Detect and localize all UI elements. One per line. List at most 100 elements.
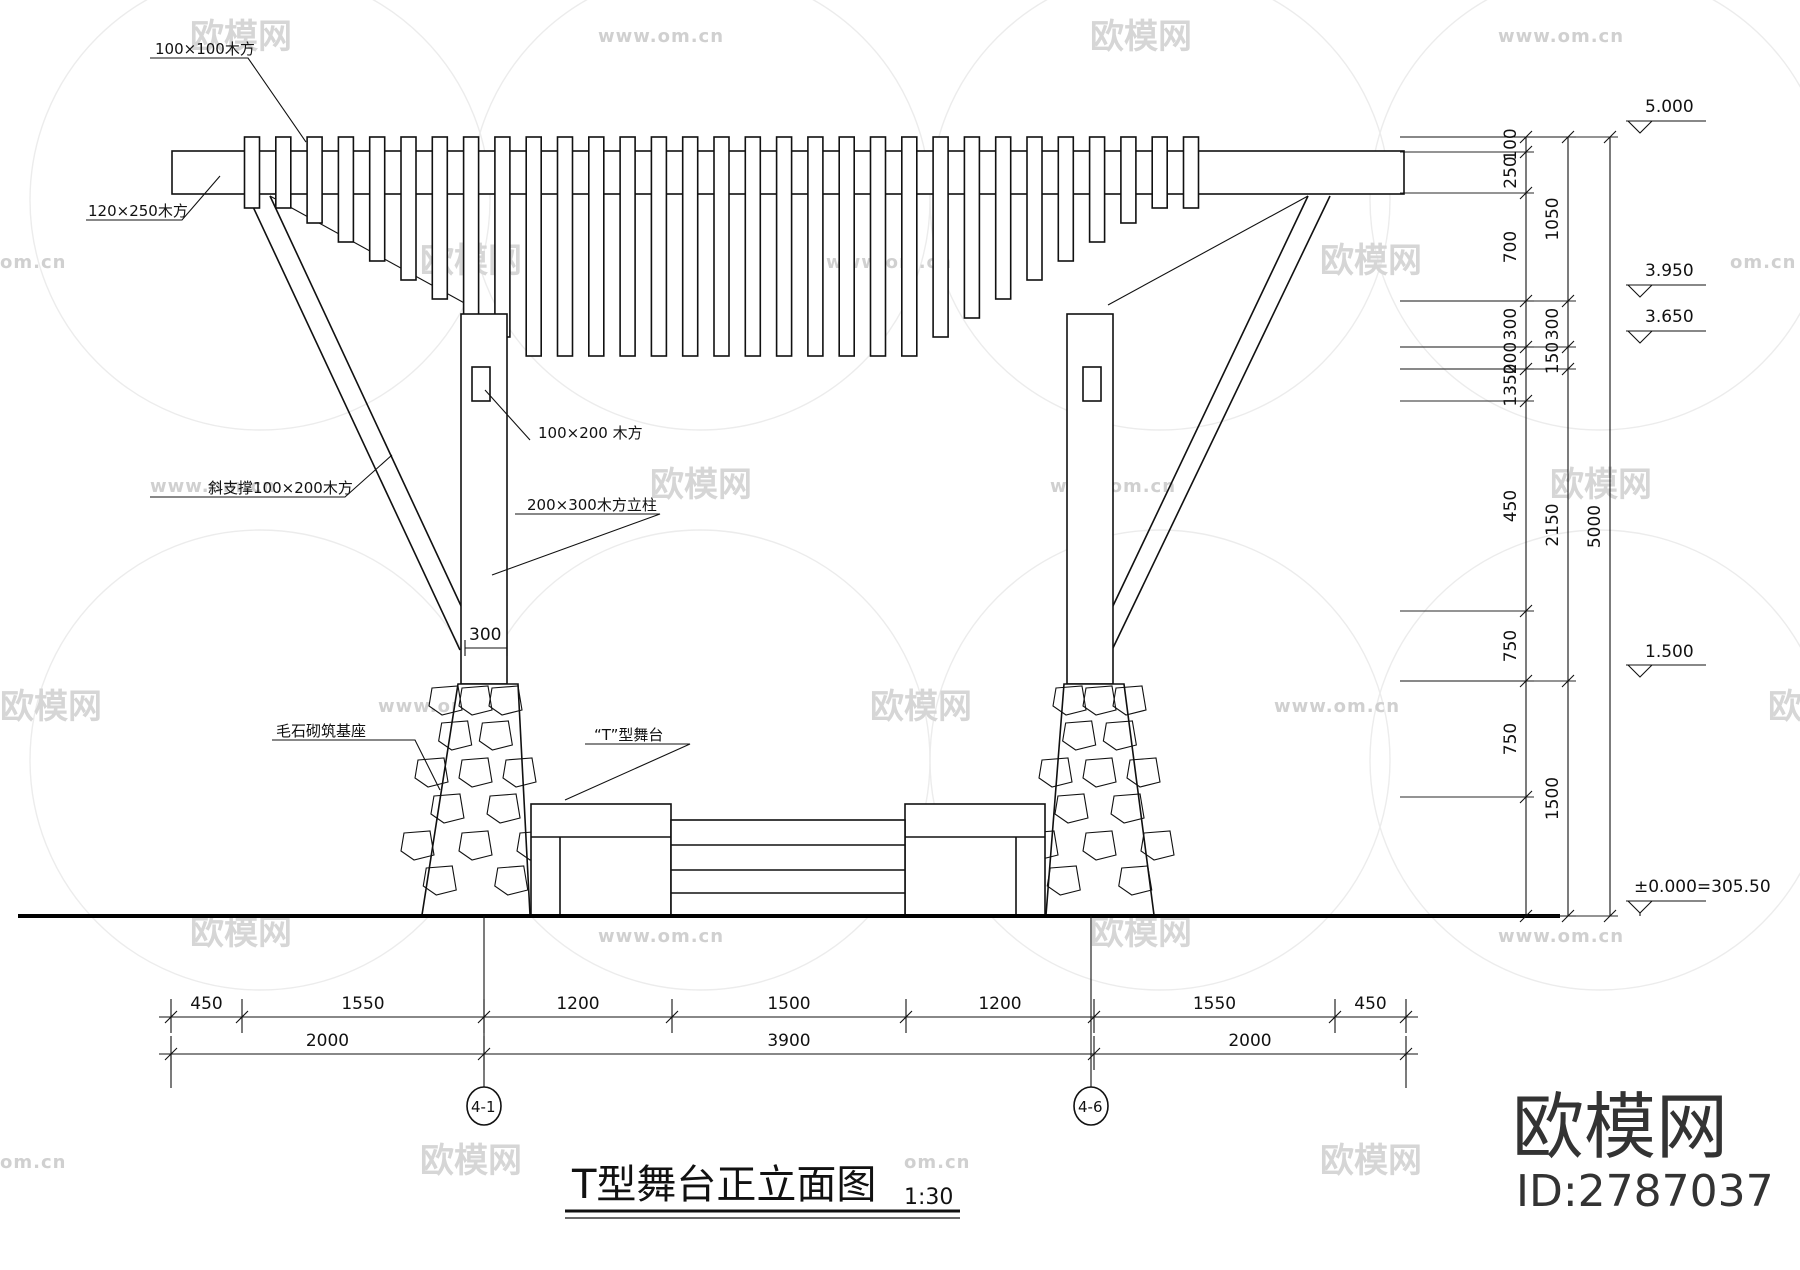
elevation-ground: ±0.000=305.50 — [1634, 877, 1771, 897]
watermark-url: om.cn — [904, 1152, 970, 1173]
column-label: 200×300木方立柱 — [527, 496, 657, 514]
purlin — [744, 136, 762, 357]
watermark-brand: 欧模网 — [0, 687, 102, 727]
purlin — [619, 136, 636, 357]
elevation-low: 1.500 — [1645, 642, 1694, 662]
dimension-label: 700 — [1501, 231, 1521, 263]
stone — [1082, 757, 1117, 788]
watermark-url: om.cn — [1730, 252, 1796, 273]
brace-label: 斜支撑100×200木方 — [208, 479, 353, 497]
left-stone-base — [421, 683, 531, 916]
stone — [1046, 865, 1081, 896]
stone — [428, 685, 463, 716]
t-stage — [530, 803, 1046, 916]
watermark-brand: 欧模网 — [1320, 1141, 1422, 1181]
purlin — [274, 136, 292, 209]
purlin — [775, 136, 793, 357]
dimension-label: 1350 — [1501, 363, 1521, 406]
purlin — [900, 136, 918, 357]
dimension-label: 1550 — [341, 994, 384, 1014]
column-width-label: 300 — [469, 625, 501, 645]
dimension-label: 2000 — [306, 1031, 349, 1051]
purlin — [494, 136, 511, 338]
dimension-label: 1550 — [1193, 994, 1236, 1014]
purlin — [368, 136, 386, 262]
purlin — [869, 136, 887, 357]
dimension-label: 1500 — [1543, 777, 1563, 820]
stone — [458, 685, 493, 716]
corner-id: ID:2787037 — [1516, 1166, 1774, 1217]
axis-right: 4-6 — [1078, 1098, 1103, 1116]
drawing-scale: 1:30 — [904, 1185, 953, 1210]
watermark-brand: 欧模网 — [1090, 913, 1192, 953]
stone — [1118, 865, 1153, 896]
dimension-label: 1050 — [1543, 197, 1563, 240]
lintel-label: 100×200 木方 — [538, 424, 643, 442]
stone — [486, 793, 521, 824]
purlin — [337, 136, 355, 243]
stone — [1054, 793, 1089, 824]
dimension-label: 750 — [1501, 630, 1521, 662]
watermark-brand: 欧模网 — [420, 1141, 522, 1181]
dimension-label: 450 — [190, 994, 222, 1014]
dimension-label: 100 — [1501, 128, 1521, 160]
left-lintel-block — [471, 366, 491, 402]
purlin — [1182, 136, 1200, 209]
watermarks: 欧模网 www.om.cn 欧模网 www.om.cn om.cn 欧模网 ww… — [0, 17, 1800, 1181]
stone — [488, 685, 523, 716]
stone — [414, 757, 449, 788]
purlin — [932, 136, 949, 338]
purlin — [1120, 136, 1137, 224]
watermark-brand: 欧模网 — [1550, 465, 1652, 505]
stone — [1062, 720, 1097, 751]
watermark-url: www.om.cn — [598, 26, 724, 47]
watermark-brand: 欧模网 — [190, 17, 292, 57]
drawing-title: T型舞台正立面图 — [571, 1162, 876, 1208]
watermark-brand: 欧模网 — [1090, 17, 1192, 57]
watermark-url: www.om.cn — [1498, 926, 1624, 947]
purlin — [431, 136, 449, 300]
stone — [458, 757, 493, 788]
stone — [1038, 757, 1073, 788]
watermark-url: www.om.cn — [1498, 26, 1624, 47]
watermark-brand: 欧模网 — [1320, 241, 1422, 281]
purlin — [462, 136, 480, 319]
stone — [478, 720, 513, 751]
dimension-label: 450 — [1501, 490, 1521, 522]
purlin — [306, 136, 323, 224]
stone — [502, 757, 537, 788]
watermark-url: om.cn — [0, 252, 66, 273]
stage-label: “T”型舞台 — [594, 726, 663, 744]
dimension-label: 1500 — [767, 994, 810, 1014]
watermark-brand: 欧模网 — [190, 913, 292, 953]
dimension-label: 750 — [1501, 723, 1521, 755]
stone — [1110, 793, 1145, 824]
purlin — [994, 136, 1012, 300]
stone — [1082, 830, 1117, 861]
watermark-brand: 欧模网 — [870, 687, 972, 727]
stone — [1112, 685, 1147, 716]
diagonal-braces — [247, 195, 1331, 651]
watermark-url: www.om.cn — [598, 926, 724, 947]
columns — [460, 313, 1114, 685]
stone — [400, 830, 435, 861]
right-stone-base — [1045, 683, 1155, 916]
elevation-mid2: 3.650 — [1645, 307, 1694, 327]
corner-brand: 欧模网 — [1512, 1085, 1728, 1169]
dimension-label: 2000 — [1228, 1031, 1271, 1051]
watermark-url: www.om.cn — [150, 476, 276, 497]
leader-lines — [86, 57, 691, 801]
purlin — [243, 136, 261, 209]
purlin — [1057, 136, 1075, 262]
base-label: 毛石砌筑基座 — [276, 722, 366, 740]
purlin — [1088, 136, 1106, 243]
roof-purlins — [243, 136, 1200, 357]
dimension-label: 250 — [1501, 156, 1521, 188]
right-lintel-block — [1082, 366, 1102, 402]
dimension-label: 3900 — [767, 1031, 810, 1051]
elevation-top: 5.000 — [1645, 97, 1694, 117]
stone — [1102, 720, 1137, 751]
dimension-label: 2150 — [1543, 503, 1563, 546]
